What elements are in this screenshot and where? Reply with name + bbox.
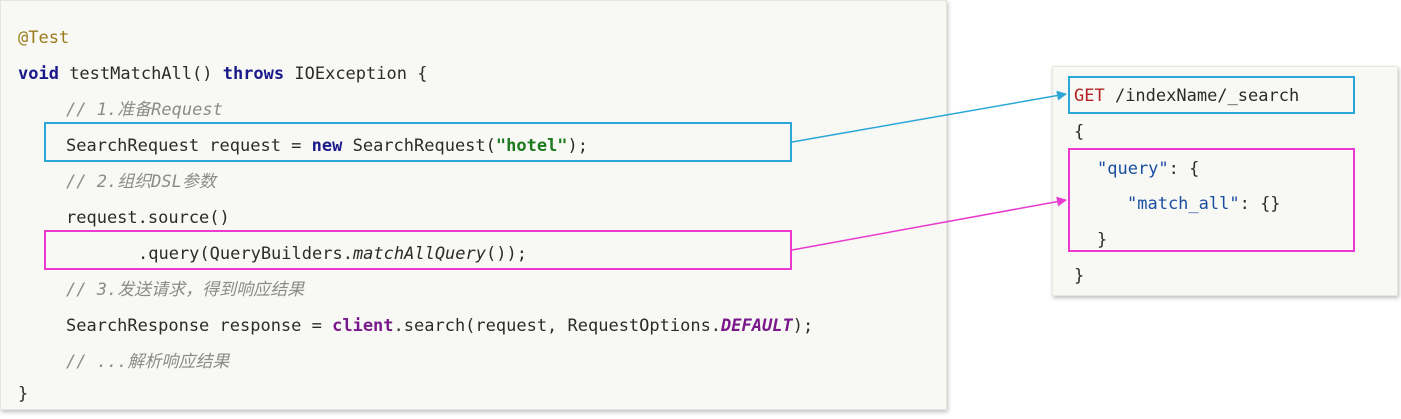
closing-brace: } [18, 384, 29, 404]
comment-text: // 1.准备Request [66, 100, 223, 120]
code-line-search-request: SearchRequest request = new SearchReques… [66, 135, 588, 157]
code-line-signature: void testMatchAll() throws IOException { [18, 63, 427, 85]
code-line-comment-3: // 3.发送请求，得到响应结果 [66, 279, 304, 301]
request-path: /indexName/_search [1104, 86, 1300, 106]
signature-rest: IOException { [284, 64, 428, 84]
query-body-highlight [1068, 148, 1355, 252]
open-brace: { [1074, 122, 1085, 142]
request-decl: SearchRequest request = [66, 136, 312, 156]
java-code-panel: @Test void testMatchAll() throws IOExcep… [0, 0, 947, 410]
comment-text: // ...解析响应结果 [66, 352, 230, 372]
keyword-new: new [311, 136, 343, 156]
request-end: ); [567, 136, 589, 156]
dsl-line-query: "query": { [1097, 158, 1199, 180]
code-line-source: request.source() [66, 207, 230, 229]
code-line-search-response: SearchResponse response = client.search(… [66, 315, 813, 337]
dsl-line-inner-close: } [1097, 229, 1107, 251]
comment-text: // 2.组织DSL参数 [66, 172, 216, 192]
method-name: testMatchAll() [58, 64, 223, 84]
dsl-line-open: { [1074, 121, 1084, 143]
comment-text: // 3.发送请求，得到响应结果 [66, 280, 305, 300]
code-line-query: .query(QueryBuilders.matchAllQuery()); [138, 243, 527, 265]
get-request-highlight [1068, 76, 1355, 114]
keyword-throws: throws [222, 64, 285, 84]
dsl-line-close: } [1074, 265, 1084, 287]
match-all-query-method: matchAllQuery [352, 244, 486, 264]
dsl-line-match-all: "match_all": {} [1127, 193, 1281, 215]
search-call: .search(request, RequestOptions. [393, 316, 722, 336]
inner-close-brace: } [1097, 230, 1108, 250]
default-constant: DEFAULT [721, 316, 793, 336]
query-highlight [44, 230, 792, 270]
keyword-void: void [18, 64, 59, 84]
code-line-comment-2: // 2.组织DSL参数 [66, 171, 216, 193]
response-decl: SearchResponse response = [66, 316, 333, 336]
request-ctor: SearchRequest( [342, 136, 496, 156]
code-line-annotation: @Test [18, 27, 69, 49]
query-call: .query(QueryBuilders. [138, 244, 353, 264]
query-end: ()); [486, 244, 527, 264]
code-line-comment-1: // 1.准备Request [66, 99, 223, 121]
response-end: ); [792, 316, 814, 336]
query-rest: : { [1168, 159, 1200, 179]
string-hotel: "hotel" [495, 136, 568, 156]
code-line-comment-4: // ...解析响应结果 [66, 351, 229, 373]
dsl-line-request: GET /indexName/_search [1074, 85, 1299, 107]
dsl-request-panel: GET /indexName/_search { "query": { "mat… [1052, 66, 1398, 296]
annotation-token: @Test [18, 28, 70, 48]
match-all-key: "match_all" [1127, 194, 1240, 214]
query-key: "query" [1097, 159, 1169, 179]
match-all-rest: : {} [1239, 194, 1281, 214]
client-field: client [332, 316, 394, 336]
search-request-highlight [44, 122, 792, 162]
code-line-close: } [18, 383, 28, 405]
source-call: request.source() [66, 208, 230, 228]
close-brace: } [1074, 266, 1085, 286]
http-method: GET [1074, 86, 1105, 106]
